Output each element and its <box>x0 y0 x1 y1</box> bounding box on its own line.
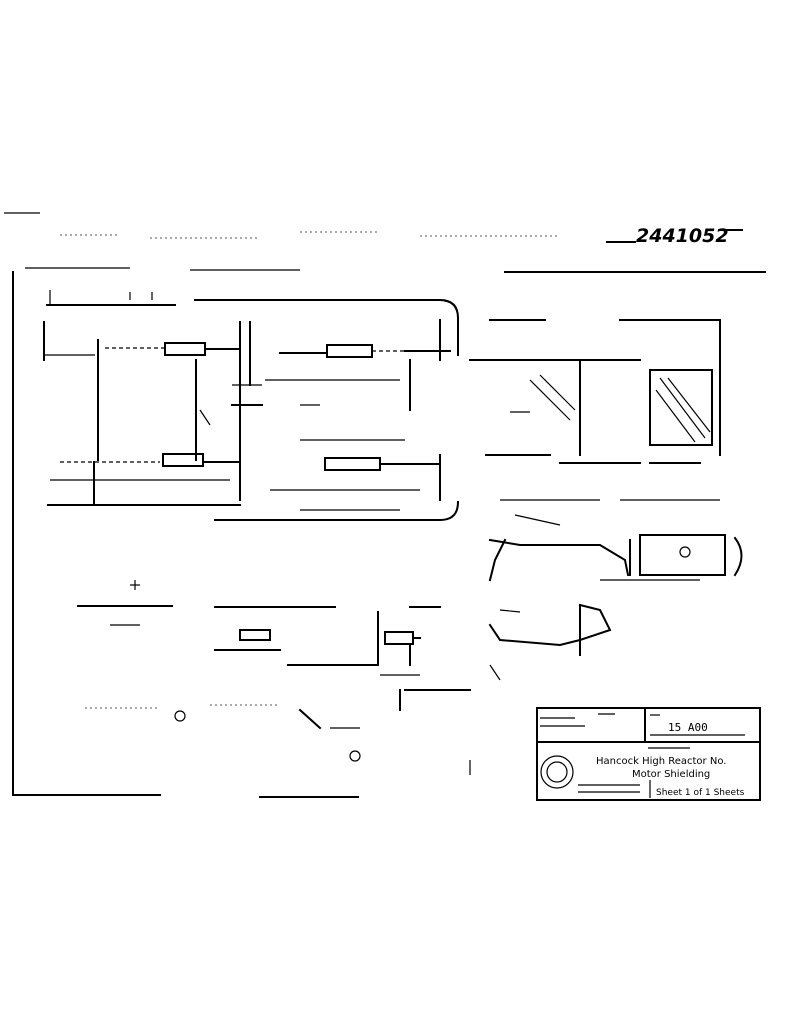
plan-view-left <box>43 290 460 522</box>
title-block <box>536 707 761 801</box>
title-block-drawing-ref: 15 A00 <box>668 721 708 734</box>
title-block-title-line-2: Motor Shielding <box>632 769 710 780</box>
top-margin-marks <box>4 212 743 243</box>
bottom-detail-view <box>85 704 471 775</box>
title-block-sheet: Sheet 1 of 1 Sheets <box>656 788 745 798</box>
drawing-border <box>12 267 766 798</box>
drawing-number: 2441052 <box>636 225 729 247</box>
plan-view-middle <box>265 319 451 511</box>
company-seal-icon <box>540 755 574 789</box>
title-block-title-line-1: Hancock High Reactor No. <box>596 756 726 767</box>
elbow-fitting-view <box>488 514 743 582</box>
lower-section-view <box>77 580 612 711</box>
housing-view-right <box>469 319 721 501</box>
